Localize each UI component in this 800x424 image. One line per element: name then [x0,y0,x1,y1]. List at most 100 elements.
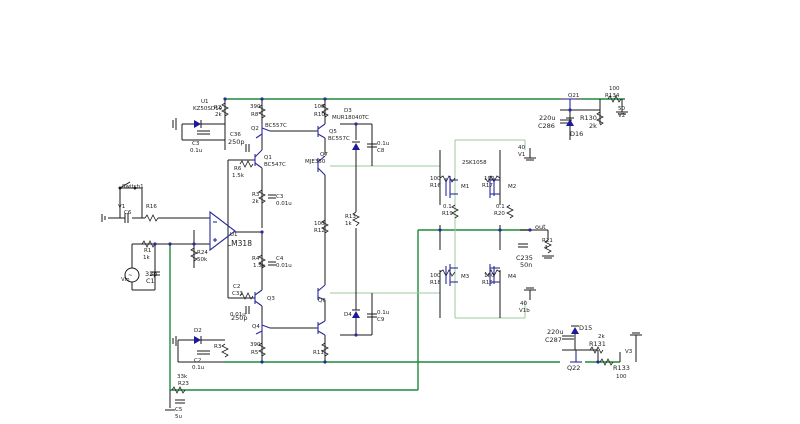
label-r16: R16 [430,183,441,189]
label-r8: R8 [251,112,259,118]
resistor-r13-bias [239,292,254,300]
label-d3: D3 [344,108,352,114]
transistors [254,98,582,363]
svg-text:~: ~ [128,273,133,279]
label-c6: C6 [124,210,132,216]
resistor-r21 [544,239,552,254]
label-ic: LM318 [227,239,252,248]
label-switch: Switch1 [122,184,144,190]
label-r10: R10 [314,112,325,118]
label-r13-v: 1k [345,221,352,227]
resistor-r15 [484,269,501,277]
label-c33: C33 [232,291,243,297]
label-r16a: 100 [430,176,441,182]
label-r4-v: 1.5k [253,263,266,269]
label-r24-v: 50k [197,257,208,263]
label-r16b: 100 [430,273,441,279]
label-r11b: 0.1 [496,204,505,210]
resistor-r5 [258,342,266,357]
label-v50: 50 [618,106,625,112]
label-c1-v: 33p [145,270,157,278]
label-c9: C9 [377,317,385,323]
label-r21: R21 [542,238,553,244]
label-c220a: 220u [539,114,556,122]
label-r2-v: 2k [215,112,222,118]
mosfet-m3 [445,264,458,286]
label-d4: D4 [344,312,352,318]
label-m2: M2 [508,184,516,190]
resistor-r8 [258,104,266,119]
label-m4: M4 [508,274,517,280]
label-r13: R13 [345,214,356,220]
mosfets [445,176,500,286]
label-part-2sk: 2SK1058 [462,160,487,166]
label-r6: R6 [234,166,242,172]
label-r24: R24 [197,250,208,256]
capacitor-c9 [367,313,377,318]
label-r20: R20 [494,211,505,217]
supply-rails [169,98,625,391]
label-r23-v: 33k [177,374,188,380]
capacitor-c6 [124,213,129,223]
label-r15b: 100 [484,273,495,279]
label-r131-v: 2k [598,334,605,340]
resistor-r133 [599,358,614,366]
resistor-r16 [439,175,456,183]
label-r133: R133 [613,364,630,372]
transistor-q6 [317,284,326,301]
label-c5-v: 5u [175,414,182,420]
diode-d4 [352,309,360,318]
label-c8: C8 [377,148,385,154]
label-r18: R18 [430,280,441,286]
label-r133-v: 100 [616,374,627,380]
label-r10-v: 100 [314,104,325,110]
transistor-q22 [570,350,582,363]
label-q3: Q3 [267,296,275,302]
label-r5-v: 390 [250,342,261,348]
label-r134-v: 100 [609,86,620,92]
mosfet-m2 [489,176,500,198]
label-r16in: R16 [146,204,157,210]
ground-bottom [172,336,177,346]
ground-top [172,118,177,130]
label-c235: C235 [516,254,533,262]
mosfet-m4 [489,264,500,286]
diode-d3 [352,141,360,150]
transistor-q1 [254,149,263,169]
resistor-r18 [439,269,456,277]
label-c4-v: 0.01u [276,263,292,269]
label-r23: R23 [178,381,189,387]
source-vin [124,267,140,283]
label-c1: C1 [146,277,155,285]
label-q1: Q1 [264,155,272,161]
resistor-r19 [451,204,459,219]
label-d16: D16 [570,130,583,138]
diodes [194,117,579,344]
resistor-r20 [506,204,514,219]
label-r134: R134 [605,93,620,99]
label-r17: R17 [482,183,493,189]
capacitor-c1 [150,271,160,276]
resistor-r13 [352,211,360,227]
ground-v2 [616,111,628,115]
label-c2-v: 0.1u [192,365,204,371]
label-q22: Q22 [567,364,580,372]
capacitor-c36 [245,144,250,152]
capacitor-c4 [268,261,276,266]
label-c3: C3 [192,141,200,147]
label-r2: R2 [214,105,221,111]
ground-v3 [630,332,642,336]
transistor-q21 [564,98,576,110]
label-q5-part: BC557C [328,136,350,142]
label-c5: C5 [175,407,183,413]
label-c2b: C2 [233,284,240,290]
label-c4: C4 [276,256,284,262]
transistor-q7 [317,155,326,176]
label-r5: R5 [251,350,259,356]
label-r1-v: 1k [143,255,150,261]
sources: ~ [101,181,140,283]
resistor-r2 [221,102,229,117]
capacitor-c3 [197,130,210,135]
resistor-r4 [258,254,266,269]
resistor-r23 [171,386,186,394]
